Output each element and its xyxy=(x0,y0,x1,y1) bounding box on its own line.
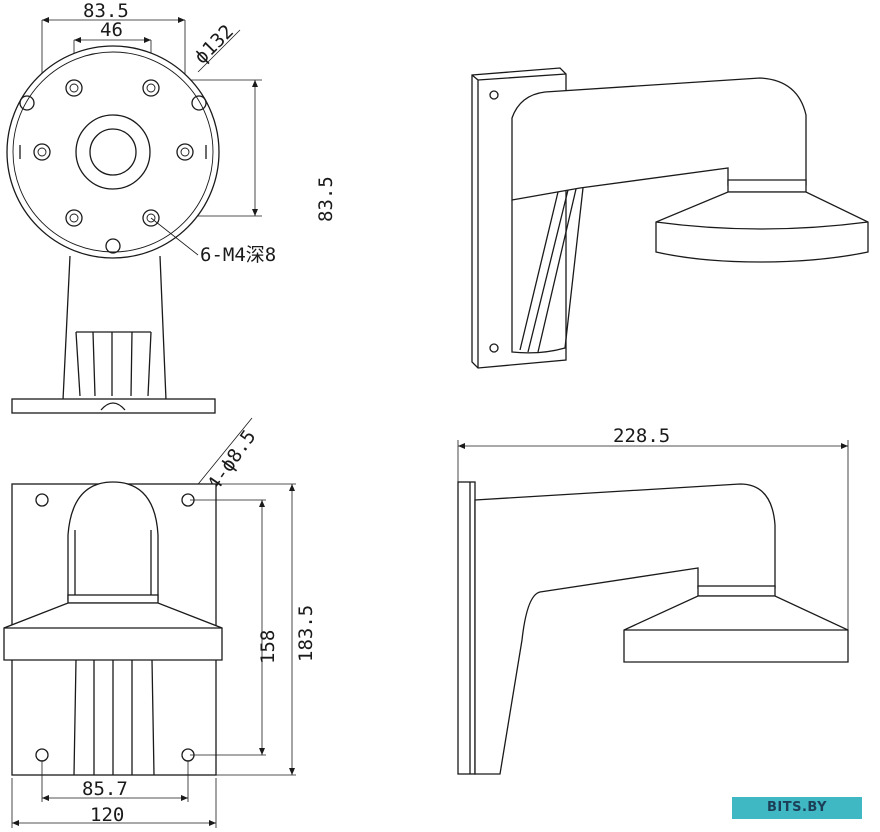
view-top-left: 83.5 46 ϕ132 83.5 xyxy=(6,0,337,414)
dim-top-width-inner: 46 xyxy=(100,19,123,41)
dim-hole-spacing-vertical: 158 xyxy=(257,630,279,664)
view-isometric xyxy=(471,67,869,369)
dim-diameter: ϕ132 xyxy=(190,21,238,69)
dim-plate-height: 183.5 xyxy=(295,605,317,662)
dim-hole-spacing-horizontal: 85.7 xyxy=(82,778,128,800)
view-front: 4-ϕ8.5 158 183.5 85.7 120 xyxy=(3,417,317,828)
dim-top-width-outer: 83.5 xyxy=(83,0,129,22)
screw-holes xyxy=(19,79,207,254)
view-side: 228.5 xyxy=(457,425,849,775)
watermark-logo: BITS.BY xyxy=(732,797,862,819)
dim-total-length: 228.5 xyxy=(613,425,670,447)
screw-note: 6-M4深8 xyxy=(200,244,276,266)
dim-right-height: 83.5 xyxy=(315,176,337,222)
dim-plate-width: 120 xyxy=(90,804,124,826)
